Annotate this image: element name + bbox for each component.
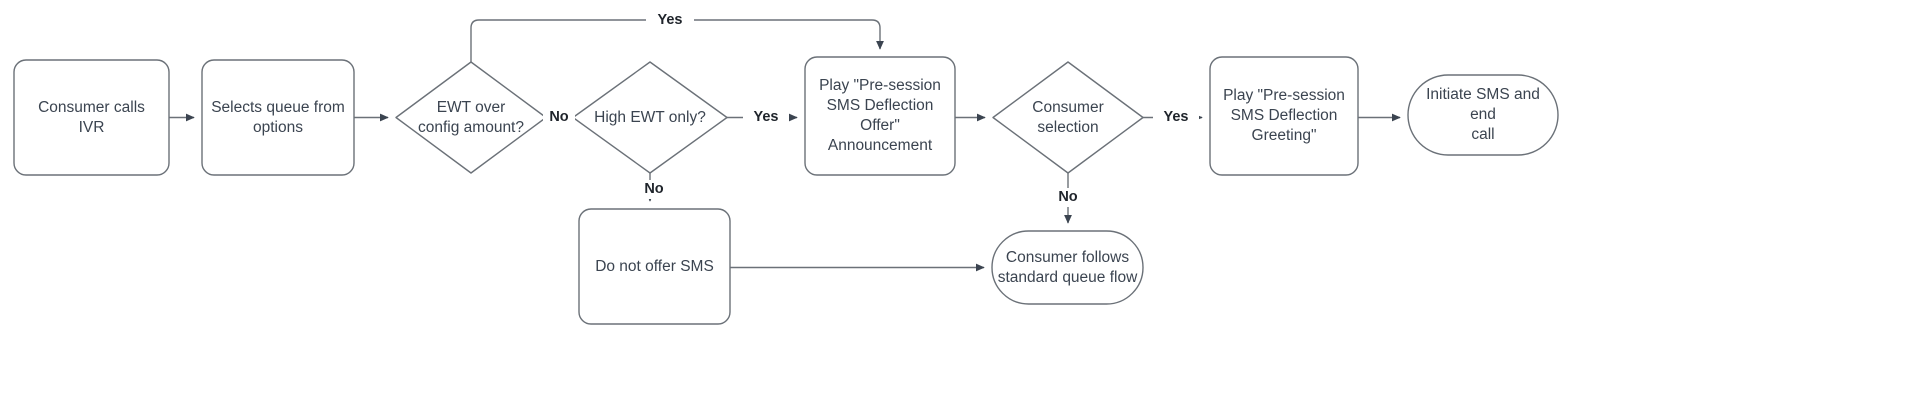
node-do-not-offer-sms[interactable] [578, 208, 731, 325]
node-play-greeting[interactable] [1209, 56, 1359, 176]
edge-label-ewt-yes: Yes [646, 10, 694, 30]
node-consumer-selection[interactable] [992, 61, 1144, 174]
node-consumer-standard-queue[interactable] [991, 230, 1144, 305]
edge-label-ewt-no: No [543, 108, 575, 127]
node-selects-queue[interactable] [201, 59, 355, 176]
node-consumer-calls-ivr[interactable] [13, 59, 170, 176]
edge-label-select-yes: Yes [1153, 108, 1199, 127]
node-initiate-sms-end-call[interactable] [1407, 74, 1559, 156]
node-shapes [13, 56, 1559, 325]
node-high-ewt-only[interactable] [572, 61, 728, 174]
node-play-offer-announcement[interactable] [804, 56, 956, 176]
edge-label-select-no: No [1052, 188, 1084, 207]
node-ewt-over-config[interactable] [395, 61, 547, 174]
edge-label-high-ewt-yes: Yes [743, 108, 789, 127]
edge-label-high-ewt-no: No [638, 180, 670, 199]
